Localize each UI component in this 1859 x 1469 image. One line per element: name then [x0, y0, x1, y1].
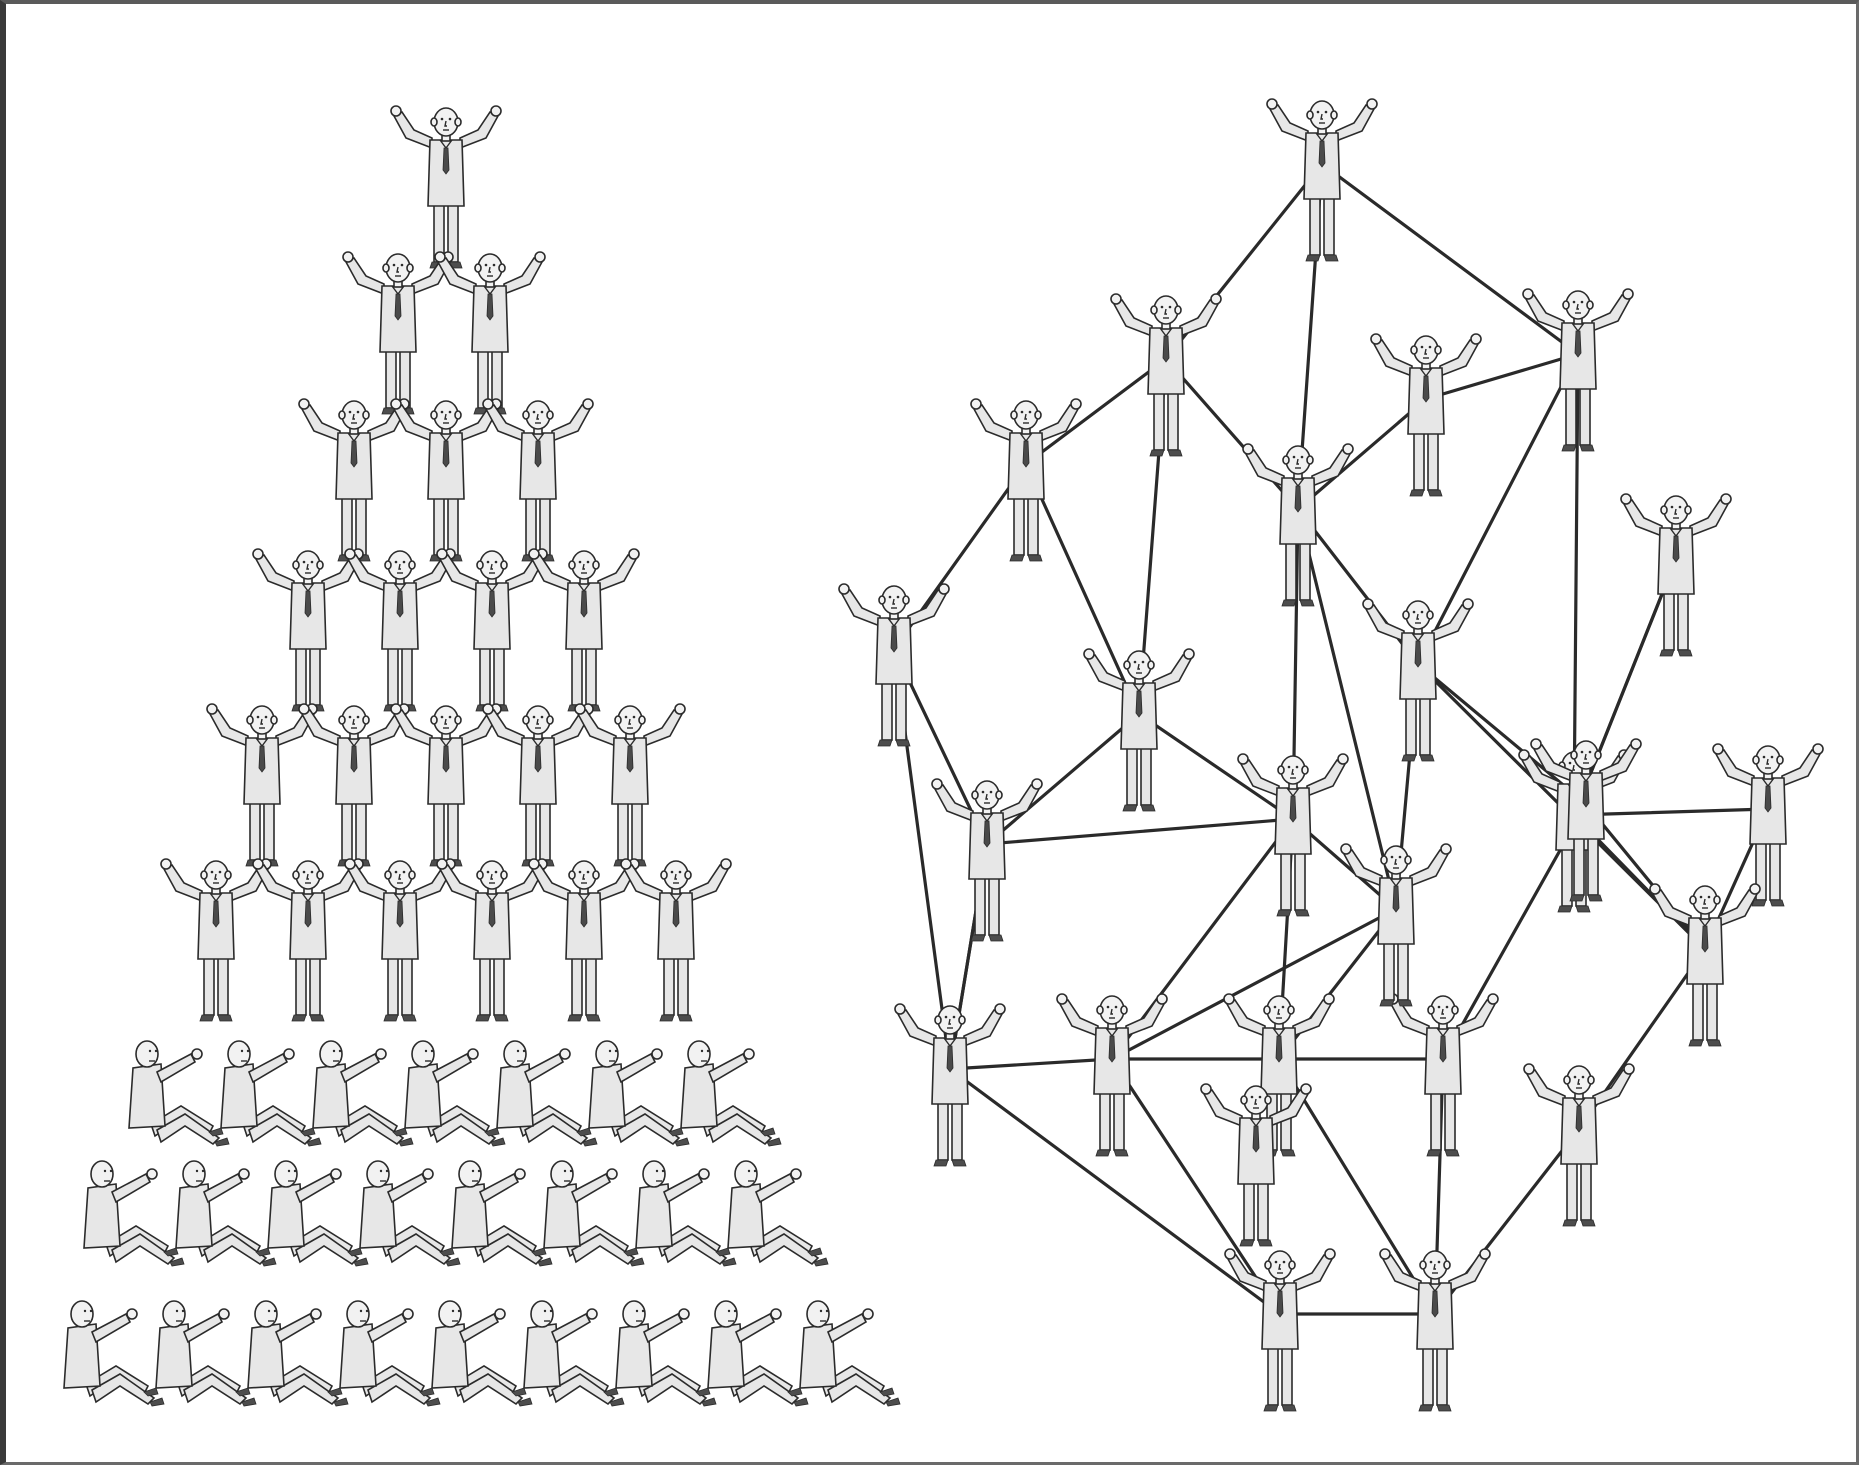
- network-connection-line: [1322, 164, 1578, 354]
- pyramid-seated-person-r7-6: [589, 1041, 689, 1146]
- pyramid-seated-person-r8-8: [728, 1161, 828, 1266]
- network-connection-line: [1026, 464, 1139, 714]
- network-connection-line: [987, 819, 1293, 844]
- network-person-node-22: [1225, 1249, 1335, 1411]
- pyramid-seated-person-r8-5: [452, 1161, 552, 1266]
- pyramid-standing-person-r3-3: [483, 399, 593, 561]
- pyramid-seated-person-r8-4: [360, 1161, 460, 1266]
- pyramid-seated-person-r8-2: [176, 1161, 276, 1266]
- pyramid-seated-person-r7-7: [681, 1041, 781, 1146]
- network-connection-line: [1298, 399, 1426, 509]
- pyramid-standing-person-r5-3: [391, 704, 501, 866]
- pyramid-seated-person-r7-4: [405, 1041, 505, 1146]
- network-person-node-18: [1057, 994, 1167, 1156]
- network-person-node-2: [1111, 294, 1221, 456]
- pyramid-seated-person-r9-9: [800, 1301, 900, 1406]
- pyramid-standing-person-r4-2: [345, 549, 455, 711]
- pyramid-seated-person-r7-3: [313, 1041, 413, 1146]
- pyramid-standing-person-r6-3: [345, 859, 455, 1021]
- pyramid-standing-person-r5-5: [575, 704, 685, 866]
- pyramid-standing-person-r4-4: [529, 549, 639, 711]
- network-connection-line: [1139, 714, 1293, 819]
- pyramid-standing-person-r6-4: [437, 859, 547, 1021]
- pyramid-standing-person-r4-1: [253, 549, 363, 711]
- network-diagram: [839, 99, 1823, 1411]
- pyramid-seated-person-r9-6: [524, 1301, 624, 1406]
- pyramid-standing-person-r5-4: [483, 704, 593, 866]
- network-person-node-8: [1621, 494, 1731, 656]
- pyramid-standing-person-r1-1: [391, 106, 501, 268]
- pyramid-standing-person-r5-2: [299, 704, 409, 866]
- pyramid-seated-person-r9-3: [248, 1301, 348, 1406]
- pyramid-standing-person-r4-3: [437, 549, 547, 711]
- network-person-node-20: [1388, 994, 1498, 1156]
- network-person-node-25: [1341, 844, 1451, 1006]
- network-person-node-16: [1650, 884, 1760, 1046]
- network-person-node-21: [1524, 1064, 1634, 1226]
- pyramid-standing-person-r6-2: [253, 859, 363, 1021]
- network-person-node-6: [1371, 334, 1481, 496]
- figure-canvas: [6, 4, 1859, 1469]
- network-person-node-15: [1713, 744, 1823, 906]
- pyramid-standing-person-r6-6: [621, 859, 731, 1021]
- network-person-node-17: [895, 1004, 1005, 1166]
- network-person-node-4: [971, 399, 1081, 561]
- network-person-node-10: [1363, 599, 1473, 761]
- hierarchy-pyramid: [64, 106, 900, 1406]
- pyramid-seated-person-r8-1: [84, 1161, 184, 1266]
- network-connection-line: [987, 714, 1139, 844]
- network-connection-line: [1426, 354, 1578, 399]
- network-person-node-1: [1267, 99, 1377, 261]
- pyramid-seated-person-r7-5: [497, 1041, 597, 1146]
- pyramid-standing-person-r2-2: [435, 252, 545, 414]
- pyramid-seated-person-r8-6: [544, 1161, 644, 1266]
- pyramid-standing-person-r3-2: [391, 399, 501, 561]
- pyramid-seated-person-r9-2: [156, 1301, 256, 1406]
- pyramid-standing-person-r6-1: [161, 859, 271, 1021]
- pyramid-seated-person-r9-7: [616, 1301, 716, 1406]
- pyramid-seated-person-r9-4: [340, 1301, 440, 1406]
- pyramid-seated-person-r7-2: [221, 1041, 321, 1146]
- network-connection-line: [1112, 909, 1396, 1059]
- network-person-node-12: [932, 779, 1042, 941]
- network-connection-line: [1166, 359, 1298, 509]
- network-connection-line: [950, 1059, 1112, 1069]
- pyramid-standing-person-r5-1: [207, 704, 317, 866]
- network-nodes: [839, 99, 1823, 1411]
- pyramid-seated-person-r9-1: [64, 1301, 164, 1406]
- pyramid-standing-person-r3-1: [299, 399, 409, 561]
- network-person-node-9: [1084, 649, 1194, 811]
- pyramid-seated-person-r9-8: [708, 1301, 808, 1406]
- pyramid-seated-person-r8-3: [268, 1161, 368, 1266]
- pyramid-seated-person-r8-7: [636, 1161, 736, 1266]
- pyramid-standing-person-r2-1: [343, 252, 453, 414]
- network-connection-line: [1418, 664, 1586, 804]
- network-person-node-23: [1380, 1249, 1490, 1411]
- pyramid-standing-person-r6-5: [529, 859, 639, 1021]
- network-connection-line: [1026, 359, 1166, 464]
- pyramid-seated-person-r7-1: [129, 1041, 229, 1146]
- network-person-node-7: [839, 584, 949, 746]
- pyramid-seated-person-r9-5: [432, 1301, 532, 1406]
- network-person-node-13: [1238, 754, 1348, 916]
